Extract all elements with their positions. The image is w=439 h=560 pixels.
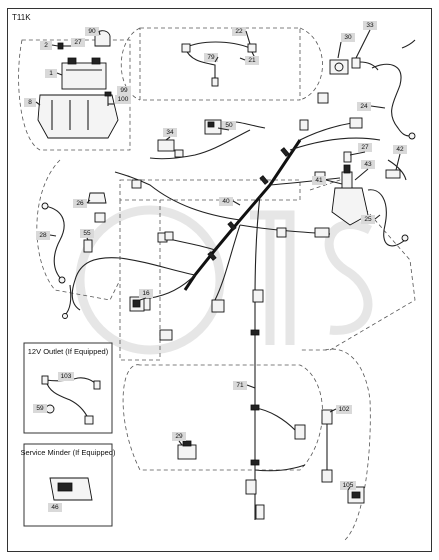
leader-lines [35, 29, 401, 491]
svg-text:105: 105 [343, 482, 354, 489]
watermark-logo [75, 205, 373, 355]
callout-22: 22 [232, 27, 246, 36]
starter-solenoid [329, 57, 379, 75]
battery-tray [37, 94, 119, 139]
callout-79: 79 [204, 53, 218, 62]
svg-text:79: 79 [207, 54, 215, 61]
callout-55: 55 [80, 229, 94, 238]
starter-connector [343, 151, 352, 163]
svg-text:100: 100 [118, 96, 129, 103]
svg-text:102: 102 [339, 406, 350, 413]
callout-71: 71 [233, 381, 247, 390]
rectifier [347, 486, 365, 504]
callout-8: 8 [24, 98, 36, 107]
service-minder-inset-title: Service Minder (If Equipped) [20, 448, 116, 457]
callout-2: 2 [40, 41, 52, 50]
outlet-inset-parts [41, 375, 101, 425]
harness-connectors [94, 92, 363, 520]
callout-33: 33 [363, 21, 377, 30]
fuse-holder [83, 239, 93, 253]
ground-clip [87, 192, 107, 204]
svg-text:27: 27 [361, 144, 369, 151]
outlet-inset [23, 342, 113, 434]
ground-cable [41, 202, 66, 284]
callout-43: 43 [361, 160, 375, 169]
svg-text:50: 50 [225, 122, 233, 129]
svg-text:41: 41 [315, 177, 323, 184]
svg-text:28: 28 [39, 232, 47, 239]
svg-text:59: 59 [36, 405, 44, 412]
callout-26: 26 [73, 199, 87, 208]
ignition-switch [157, 119, 222, 152]
svg-text:27: 27 [74, 39, 82, 46]
callout-34: 34 [163, 128, 177, 137]
seat-switch-lead [62, 284, 72, 319]
svg-text:99: 99 [120, 87, 128, 94]
svg-text:40: 40 [222, 198, 230, 205]
svg-text:1: 1 [49, 70, 53, 77]
service-minder-inset [23, 443, 113, 527]
service-minder-part [49, 477, 93, 501]
callout-90: 90 [85, 27, 99, 36]
callout-46: 46 [48, 503, 62, 512]
callout-21: 21 [245, 56, 259, 65]
machine-outline [18, 27, 416, 541]
svg-text:22: 22 [235, 28, 243, 35]
svg-text:33: 33 [366, 22, 374, 29]
engine-harness [181, 41, 257, 87]
brake-switch [177, 440, 197, 460]
callout-105: 105 [340, 481, 356, 490]
svg-text:24: 24 [360, 103, 368, 110]
battery [61, 57, 107, 90]
callout-42: 42 [393, 145, 407, 154]
callout-100: 100 [115, 95, 131, 104]
callout-102: 102 [336, 405, 352, 414]
svg-text:30: 30 [344, 34, 352, 41]
svg-text:26: 26 [76, 200, 84, 207]
diagram-frame [7, 8, 432, 552]
svg-text:90: 90 [88, 28, 96, 35]
callout-labels: 1 2 8 16 21 22 24 25 26 27 27 28 29 30 3… [24, 21, 407, 512]
svg-text:71: 71 [236, 382, 244, 389]
svg-text:46: 46 [51, 504, 59, 511]
model-code: T11K [12, 13, 31, 22]
svg-text:29: 29 [175, 433, 183, 440]
main-harness [71, 121, 381, 520]
callout-29: 29 [172, 432, 186, 441]
callout-30: 30 [341, 33, 355, 42]
svg-text:42: 42 [396, 146, 404, 153]
callout-41: 41 [312, 176, 326, 185]
callout-28: 28 [36, 231, 50, 240]
callout-25: 25 [361, 215, 375, 224]
callout-99: 99 [117, 86, 131, 95]
callout-59: 59 [33, 404, 47, 413]
callout-27-top: 27 [71, 38, 85, 47]
svg-text:21: 21 [248, 57, 256, 64]
svg-text:25: 25 [364, 216, 372, 223]
callout-50: 50 [222, 121, 236, 130]
callout-16: 16 [139, 289, 153, 298]
svg-text:55: 55 [83, 230, 91, 237]
svg-text:8: 8 [28, 99, 32, 106]
svg-text:16: 16 [142, 290, 150, 297]
fuel-solenoid [321, 409, 333, 483]
callout-1: 1 [45, 69, 57, 78]
callout-24: 24 [357, 102, 371, 111]
pto-switch [129, 296, 145, 312]
callout-103: 103 [58, 372, 74, 381]
callout-40: 40 [219, 197, 233, 206]
svg-text:43: 43 [364, 161, 372, 168]
battery-cable [371, 39, 416, 140]
svg-text:2: 2 [44, 42, 48, 49]
outlet-inset-title: 12V Outlet (If Equipped) [28, 347, 109, 356]
svg-text:103: 103 [61, 373, 72, 380]
callout-27-right: 27 [358, 143, 372, 152]
starter-assembly [331, 159, 409, 247]
svg-text:34: 34 [166, 129, 174, 136]
